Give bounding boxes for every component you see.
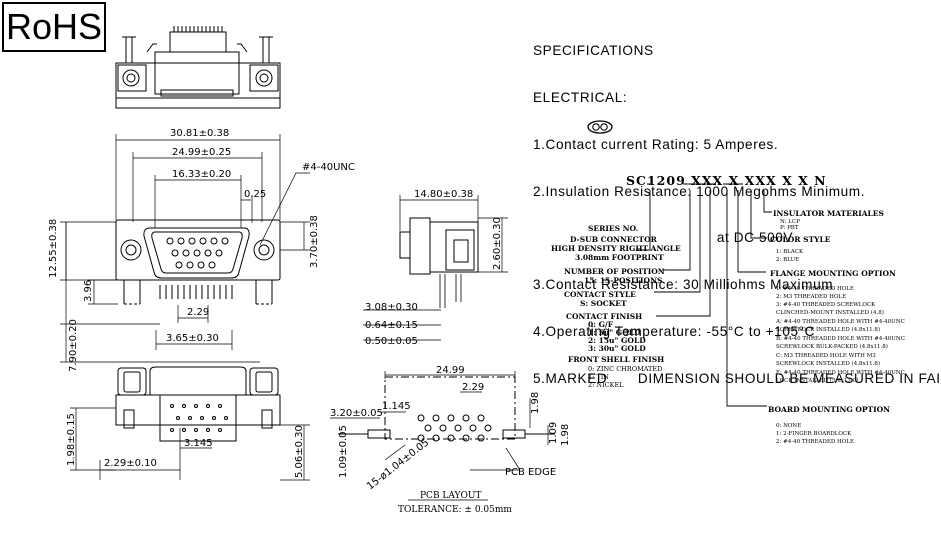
contact-finish-0: 0: G/F <box>588 320 614 329</box>
board-1: 1: 2-FINGER BOARDLOCK <box>776 431 852 437</box>
insulator-0: N: LCP <box>780 219 800 225</box>
color-0: 1: BLACK <box>776 249 804 255</box>
rohs-badge: RoHS <box>2 2 106 52</box>
contact-finish-3: 3: 30u" GOLD <box>588 344 646 353</box>
dim-bottom-h2: 3.145 <box>184 438 213 449</box>
dim-bottom-v1: 1.98±0.15 <box>66 413 77 466</box>
part-number-tree <box>636 183 772 407</box>
shell-finish-label: FRONT SHELL FINISH <box>568 355 664 364</box>
front-contacts <box>166 237 229 269</box>
flange-10: E: #4-40 THREADED HOLE WITH #4-40UNC <box>776 370 905 376</box>
positions-value: 15: 15-POSITIONS <box>584 276 662 285</box>
top-view-drawing <box>115 26 281 109</box>
dim-side-d2: 0.64±0.15 <box>365 320 418 331</box>
flange-3: CLINCHED-MOUNT INSTALLED (4.8) <box>776 309 884 316</box>
contact-finish-label: CONTACT FINISH <box>566 312 642 321</box>
dim-shell-width: 24.99±0.25 <box>172 147 231 158</box>
shell-finish-0: 0: ZINC CHROMATED <box>588 365 662 373</box>
dim-side-d1: 3.08±0.30 <box>365 302 418 313</box>
bottom-pin-dots <box>170 404 228 432</box>
measure-mark-icon <box>587 120 613 134</box>
flange-7: SCREWLOCK BULK-PACKED (4.8x11.8) <box>776 343 888 350</box>
dim-side-height: 2.60±0.30 <box>492 217 503 270</box>
pcb-dim-d6: 1.09±0.05 <box>338 425 349 478</box>
shell-finish-1: 1: TIN <box>588 373 609 381</box>
positions-label: NUMBER OF POSITION <box>564 267 665 276</box>
dim-pitch: 2.29 <box>187 307 209 318</box>
pcb-dim-width: 24.99 <box>436 365 465 376</box>
flange-1: 2: M3 THREADED HOLE <box>776 294 846 300</box>
pcb-dim-d4: 1.09 <box>548 422 559 444</box>
spec-item: 4.Operating Temperature: -55°C to +105°C <box>533 323 816 339</box>
front-view-drawing <box>60 134 310 363</box>
flange-2: 3: #4-40 THREADED SCREWLOCK <box>776 302 876 308</box>
pcb-dim-d5: 1.98 <box>560 424 571 446</box>
dim-side-d3: 0.50±0.05 <box>365 336 418 347</box>
spec-heading: SPECIFICATIONS <box>533 43 654 59</box>
bottom-view-drawing <box>70 366 310 481</box>
pcb-dim-d1: 3.20±0.05 <box>330 408 383 419</box>
dim-depth: 14.80±0.38 <box>414 189 473 200</box>
flange-label: FLANGE MOUNTING OPTION <box>770 269 896 278</box>
flange-6: B: #4-40 THREADED HOLE WITH #4-40UNC <box>776 336 905 342</box>
series-desc-3: 3.08mm FOOTPRINT <box>575 253 664 262</box>
front-pins <box>159 285 233 299</box>
insulator-label: INSULATOR MATERIALES <box>773 209 884 218</box>
spec-item: 2.Insulation Resistance: 1000 Megohms Mi… <box>533 183 866 199</box>
pcb-dim-holes: 15-ø1.04±0.05 <box>365 437 431 492</box>
spec-item: 1.Contact current Rating: 5 Amperes. <box>533 136 779 152</box>
flange-9: SCREWLOCK INSTALLED (4.8x11.8) <box>776 360 880 367</box>
dim-height-right: 3.70±0.38 <box>309 215 320 268</box>
series-desc-1: D-SUB CONNECTOR <box>570 235 658 244</box>
flange-4: A: #4-40 THREADED HOLE WITH #4-40UNC <box>775 319 905 325</box>
board-label: BOARD MOUNTING OPTION <box>768 405 890 414</box>
series-label: SERIES NO. <box>588 224 638 233</box>
dim-total-height: 7.90±0.20 <box>68 319 79 372</box>
rohs-text: RoHS <box>5 6 103 47</box>
spec-item: 3.Contact Resistance: 30 Milliohms Maxim… <box>533 277 834 293</box>
dim-overall-width: 30.81±0.38 <box>170 128 229 139</box>
color-label: COLOR STYLE <box>770 235 831 244</box>
board-0: 0: NONE <box>776 423 801 429</box>
flange-0: 1: #4-40 THREADED HOLE <box>776 286 854 292</box>
side-view-drawing <box>363 195 508 341</box>
pcb-layout-drawing <box>330 371 555 501</box>
dim-face-width: 16.33±0.20 <box>172 169 231 180</box>
dim-bottom-v2: 5.06±0.30 <box>294 425 305 478</box>
contact-style-label: CONTACT STYLE <box>564 290 636 299</box>
dim-bottom: 3.65±0.30 <box>166 333 219 344</box>
board-2: 2: #4-40 THREADED HOLE <box>776 439 854 445</box>
flange-5: SCREWLOCK INSTALLED (4.8x11.8) <box>776 326 880 333</box>
contact-finish-2: 2: 15u" GOLD <box>588 336 646 345</box>
part-code: SC1209 XXX X XXX X X N <box>626 173 827 188</box>
flange-8: C: M3 THREADED HOLE WITH M3 <box>776 353 876 359</box>
spec-item: at DC 500V <box>533 230 794 246</box>
pcb-title: PCB LAYOUT <box>420 491 481 501</box>
specifications-block: SPECIFICATIONS ELECTRICAL: 1.Contact cur… <box>533 12 941 402</box>
dim-thread: #4-40UNC <box>302 162 355 173</box>
contact-style-value: S: SOCKET <box>580 299 627 308</box>
insulator-1: P: PBT <box>780 225 799 231</box>
dim-height-left: 12.55±0.38 <box>48 219 59 278</box>
dim-bottom-h1: 2.29±0.10 <box>104 458 157 469</box>
color-1: 2: BLUE <box>776 257 799 263</box>
spec-item: 5.MARKED DIMENSION SHOULD BE MEASURED IN… <box>533 370 941 386</box>
contact-finish-1: 1: 5u" GOLD <box>588 328 641 337</box>
shell-finish-2: 2: NICKEL <box>588 381 624 389</box>
pcb-dim-d2: 1.145 <box>382 401 411 412</box>
flange-11: LOCK INSTALLED (5.8x13.0) <box>776 377 858 384</box>
pcb-holes <box>417 414 492 442</box>
dim-pin-offset: 3.96 <box>83 280 94 302</box>
pcb-dim-edge: PCB EDGE <box>505 467 556 478</box>
dim-offset: 0.25 <box>244 189 266 200</box>
series-desc-2: HIGH DENSITY RIGHT ANGLE <box>551 244 681 253</box>
pcb-dim-d3: 1.98 <box>530 392 541 414</box>
pcb-tolerance: TOLERANCE: ± 0.05mm <box>398 505 512 515</box>
spec-subheading: ELECTRICAL: <box>533 89 628 105</box>
pcb-dim-pitch: 2.29 <box>462 382 484 393</box>
